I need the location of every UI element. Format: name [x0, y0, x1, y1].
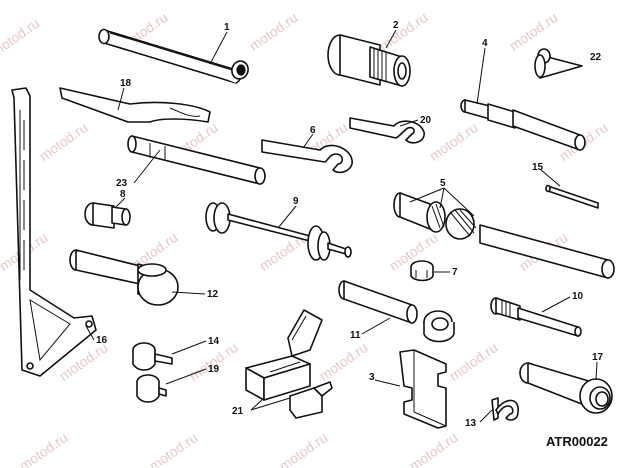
svg-text:motod.ru: motod.ru	[406, 429, 460, 468]
callout-6: 6	[310, 125, 316, 136]
svg-text:motod.ru: motod.ru	[36, 119, 90, 164]
callout-22: 22	[590, 52, 602, 63]
tool-21-box	[245, 309, 333, 419]
svg-text:motod.ru: motod.ru	[316, 339, 370, 384]
callout-14: 14	[208, 336, 220, 347]
callout-5: 5	[440, 178, 446, 189]
callout-13: 13	[465, 418, 477, 429]
tool-10-stepped-pin	[490, 297, 582, 337]
tool-13-hook	[491, 397, 519, 421]
callout-21: 21	[232, 406, 244, 417]
callout-15: 15	[532, 162, 544, 173]
svg-text:motod.ru: motod.ru	[376, 9, 430, 54]
svg-text:motod.ru: motod.ru	[16, 429, 70, 468]
callout-18: 18	[120, 78, 132, 89]
tool-22-cone	[534, 48, 583, 79]
tool-9-shaft	[205, 202, 352, 261]
tool-2-bushing	[327, 34, 411, 87]
tool-15-pin	[545, 184, 599, 209]
callout-8: 8	[120, 189, 126, 200]
tool-3-plate	[399, 349, 447, 429]
tool-6-c-spanner	[261, 139, 353, 174]
svg-text:motod.ru: motod.ru	[246, 9, 300, 54]
svg-text:motod.ru: motod.ru	[0, 15, 42, 60]
svg-text:motod.ru: motod.ru	[426, 119, 480, 164]
drawing-code: ATR00022	[546, 434, 608, 449]
svg-text:motod.ru: motod.ru	[506, 9, 560, 54]
callout-10: 10	[572, 291, 584, 302]
tool-8-small-bushing	[84, 202, 131, 229]
tool-11-rod-and-cup	[338, 280, 455, 343]
tool-4-stepped-rod	[460, 99, 586, 151]
callout-labels: 1 2 3 4 5 6 7 8 9 10 11 12 13 14 15 16 1…	[96, 20, 604, 429]
tool-23-rod	[127, 135, 266, 185]
callout-12: 12	[207, 289, 219, 300]
callout-2: 2	[393, 20, 399, 31]
callout-23: 23	[116, 178, 128, 189]
tool-7-collar	[410, 260, 434, 282]
tool-17-bushing	[519, 362, 613, 414]
callout-17: 17	[592, 352, 604, 363]
svg-text:motod.ru: motod.ru	[146, 429, 200, 468]
callout-9: 9	[293, 196, 299, 207]
svg-text:motod.ru: motod.ru	[446, 339, 500, 384]
callout-20: 20	[420, 115, 432, 126]
leader-lines	[85, 29, 598, 423]
tool-16-bracket	[11, 87, 97, 377]
callout-1: 1	[224, 22, 230, 33]
callout-7: 7	[452, 267, 458, 278]
tool-14-collet	[132, 342, 173, 371]
tool-19-collet	[136, 374, 167, 403]
callout-4: 4	[482, 38, 488, 49]
callout-16: 16	[96, 335, 108, 346]
tool-12-stepped-plug	[69, 249, 179, 306]
svg-text:motod.ru: motod.ru	[276, 429, 330, 468]
callout-11: 11	[350, 330, 361, 341]
callout-19: 19	[208, 364, 220, 375]
tool-5-sleeves	[393, 192, 615, 279]
callout-3: 3	[369, 372, 375, 383]
tool-18-pin-wrench	[59, 87, 211, 123]
tool-1-long-rod	[98, 28, 249, 84]
